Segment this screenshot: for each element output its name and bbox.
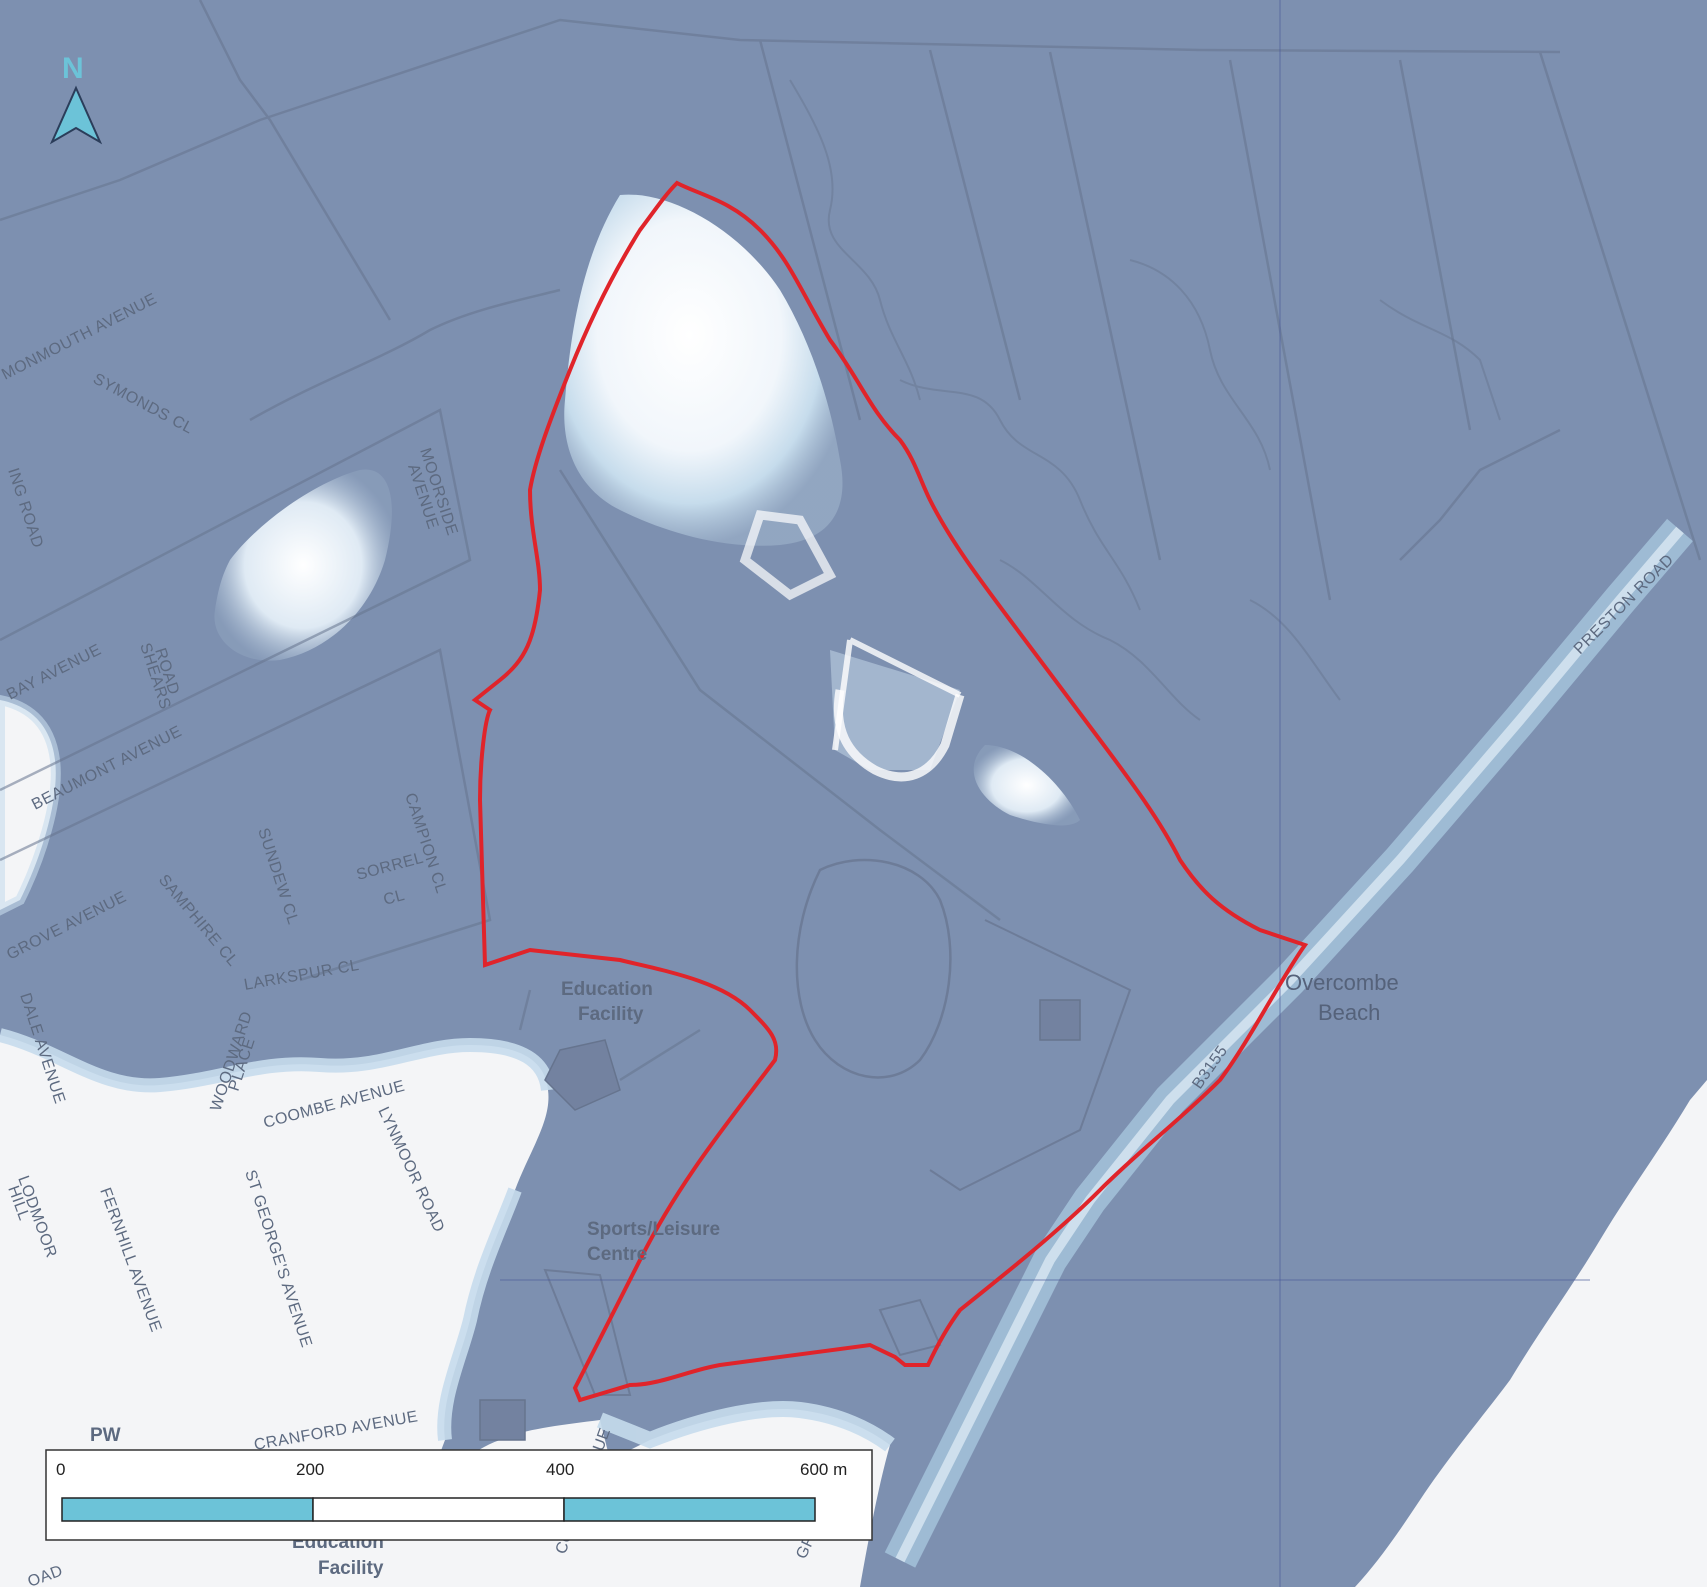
land-area-southeast: [1355, 1080, 1707, 1587]
north-arrow-icon: [49, 85, 103, 145]
scale-tick-200: 200: [296, 1460, 324, 1479]
poi-education-facility-label-1: Education: [561, 979, 653, 1000]
scale-tick-600: 600 m: [800, 1460, 847, 1479]
scale-segment-2: [312, 1497, 565, 1522]
north-arrow: N: [49, 52, 103, 145]
poi-pw-label: PW: [90, 1425, 121, 1446]
marsh-channels: [789, 79, 1501, 721]
scale-segment-3: [563, 1497, 816, 1522]
north-label: N: [62, 52, 84, 85]
scale-tick-0: 0: [56, 1460, 65, 1479]
poi-education-facility-south-label-2: Facility: [318, 1558, 384, 1579]
scale-bar-frame: [45, 1449, 873, 1541]
place-label-overcombe: Overcombe: [1285, 970, 1399, 995]
poi-sports-centre-label-2: Centre: [587, 1244, 647, 1265]
poi-education-facility-label-2: Facility: [578, 1004, 644, 1025]
scale-tick-400: 400: [546, 1460, 574, 1479]
low-risk-area: [214, 469, 392, 661]
scale-bar: 0 200 400 600 m: [45, 1449, 873, 1541]
poi-sports-centre-label-1: Sports/Leisure: [587, 1219, 720, 1240]
oval-track: [795, 858, 952, 1079]
flood-fringe-areas: [0, 1028, 895, 1452]
scale-segment-1: [61, 1497, 314, 1522]
low-risk-area: [973, 745, 1080, 826]
site-boundary[interactable]: [471, 180, 1309, 1403]
land-area-southwest: [0, 694, 890, 1587]
place-label-beach: Beach: [1318, 1000, 1380, 1025]
low-risk-area: [564, 194, 843, 546]
building-footprints: [479, 999, 1081, 1441]
road-label: CL: [382, 887, 407, 909]
